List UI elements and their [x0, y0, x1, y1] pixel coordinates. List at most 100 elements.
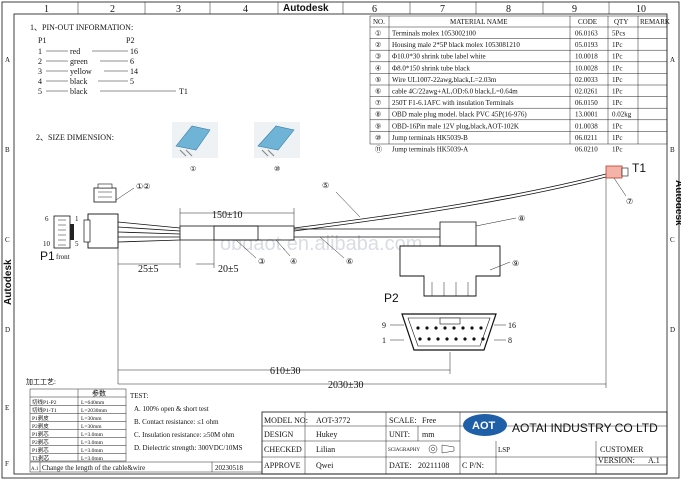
col-number: 9 — [572, 4, 577, 15]
bom-qty: 1Pc — [612, 76, 623, 84]
process-param: L=640mm — [81, 400, 105, 406]
bom-no: ⑥ — [375, 88, 381, 96]
bom-code: 02.0261 — [575, 88, 598, 96]
p1-front-label: front — [56, 253, 70, 261]
test-spec: TEST: A. 100% open & short test B. Conta… — [130, 392, 243, 452]
pin-left: 2 — [38, 57, 42, 66]
callout-5: ⑤ — [322, 181, 329, 190]
bom-name: Wire UL1007-22awg,black,L=2.03m — [392, 76, 497, 84]
bom-code: 06.0211 — [575, 134, 598, 142]
pin-left: 5 — [38, 87, 42, 96]
bom-no: ⑨ — [375, 122, 381, 130]
dim-610: 610±30 — [270, 366, 301, 377]
sciagraphy-label: SCIAGRAPHY — [388, 448, 420, 453]
approve-label: APPROVE — [264, 461, 301, 470]
row-letter: C — [5, 236, 10, 244]
wire-color: black — [70, 77, 87, 86]
pinout-p1: P1 — [38, 36, 46, 45]
test-title: TEST: — [130, 392, 148, 400]
customer-label: CUSTOMER — [600, 445, 644, 454]
bom-code: 01.0038 — [575, 122, 598, 130]
lsp-label: LSP — [498, 446, 510, 454]
pin-left: 1 — [38, 47, 42, 56]
unit-label: UNIT: — [389, 430, 410, 439]
pin-right: T1 — [179, 87, 188, 96]
pin-right: 6 — [130, 57, 134, 66]
wire-color: green — [70, 57, 88, 66]
col-number: 8 — [506, 4, 511, 15]
design-value: Hukey — [316, 430, 337, 439]
scale-label: SCALE: — [389, 416, 417, 425]
process-param: L=2030mm — [81, 408, 108, 414]
bom-header-qty: QTY — [614, 18, 628, 26]
side-brand-left: Autodesk — [3, 259, 14, 305]
projection-symbol — [428, 444, 438, 454]
model-value: AOT-3772 — [316, 416, 350, 425]
approve-value: Qwei — [316, 461, 334, 470]
pinout-section: 1、PIN-OUT INFORMATION: P1 P2 1 red 16 2 … — [30, 23, 188, 96]
bom-no: ⑧ — [375, 111, 381, 119]
bom-name: 250T F1-6.1AFC with insulation Terminals — [392, 99, 514, 107]
bom-no: ⑤ — [375, 76, 381, 84]
pin-number: 1 — [75, 215, 79, 223]
col-number: 2 — [110, 4, 115, 15]
bom-header-name: MATERIAL NAME — [450, 18, 508, 26]
col-number: 1 — [44, 4, 49, 15]
callouts: ①② ③ ④ ⑤ ⑥ ⑦ ⑧ ⑨ — [115, 177, 633, 271]
process-param: L=3.0mm — [81, 456, 104, 462]
bom-no: ① — [375, 30, 381, 38]
cpn-label: C P/N: — [462, 461, 484, 470]
process-step: P2剥芯 — [32, 438, 49, 446]
checked-value: Lilian — [316, 445, 335, 454]
design-label: DESIGN — [264, 430, 294, 439]
bom-no: ⑩ — [375, 134, 381, 142]
bom-no: ⑪ — [375, 146, 382, 154]
logo-text: AOT — [472, 420, 496, 432]
process-param: L=30mm — [81, 416, 102, 422]
row-letter: F — [5, 460, 9, 468]
checked-label: CHECKED — [264, 445, 302, 454]
row-letter: C — [670, 236, 675, 244]
bom-code: 06.0150 — [575, 99, 598, 107]
bom-name: Housing male 2*5P black molex 1053081210 — [392, 41, 520, 49]
bom-header-remark: REMARK — [640, 18, 670, 26]
test-item: D. Dielectric strength: 300VDC/10MS — [134, 444, 243, 452]
bom-code: 06.0210 — [575, 146, 598, 154]
process-step: P1剥皮 — [32, 414, 49, 422]
unit-value: mm — [422, 430, 435, 439]
bom-name: OBD-16Pin male 12V plug,black,AOT-102K — [392, 122, 519, 130]
column-ruler: 1 2 3 4 6 7 8 9 10 Autodesk — [44, 2, 646, 15]
t1-label: T1 — [632, 161, 646, 175]
test-item: B. Contact resistance: ≤1 ohm — [134, 418, 219, 426]
wire-bundle — [117, 173, 607, 243]
process-step: P1剥芯 — [32, 446, 49, 454]
bom-name: Φ10.0*30 shrink tube label white — [392, 53, 486, 61]
housing-side-view — [83, 183, 119, 249]
process-param: L=30mm — [81, 424, 102, 430]
watermark: obdaot.en.alibaba.com — [220, 233, 422, 255]
row-letter: D — [5, 326, 10, 334]
pin-number: 10 — [43, 240, 51, 248]
side-brand-right: Autodesk — [673, 180, 681, 226]
col-number: 3 — [176, 4, 181, 15]
bom-qty: 1Pc — [612, 146, 623, 154]
callout-8: ⑧ — [518, 214, 525, 223]
row-letter: B — [670, 146, 675, 154]
bom-header-code: CODE — [578, 18, 597, 26]
bom-no: ⑦ — [375, 99, 381, 107]
size-title: 2、SIZE DIMENSION: — [36, 133, 114, 142]
pin-left: 4 — [38, 77, 42, 86]
bom-qty: 1Pc — [612, 53, 623, 61]
bom-code: 02.0033 — [575, 76, 598, 84]
date-value: 20211108 — [418, 461, 449, 470]
bom-qty: 1Pc — [612, 64, 623, 72]
col-number: 4 — [243, 4, 248, 15]
pin-right: 14 — [130, 67, 138, 76]
bom-code: 13.0001 — [575, 111, 598, 119]
pin-number: 8 — [508, 336, 512, 345]
callout-7: ⑦ — [626, 197, 633, 206]
